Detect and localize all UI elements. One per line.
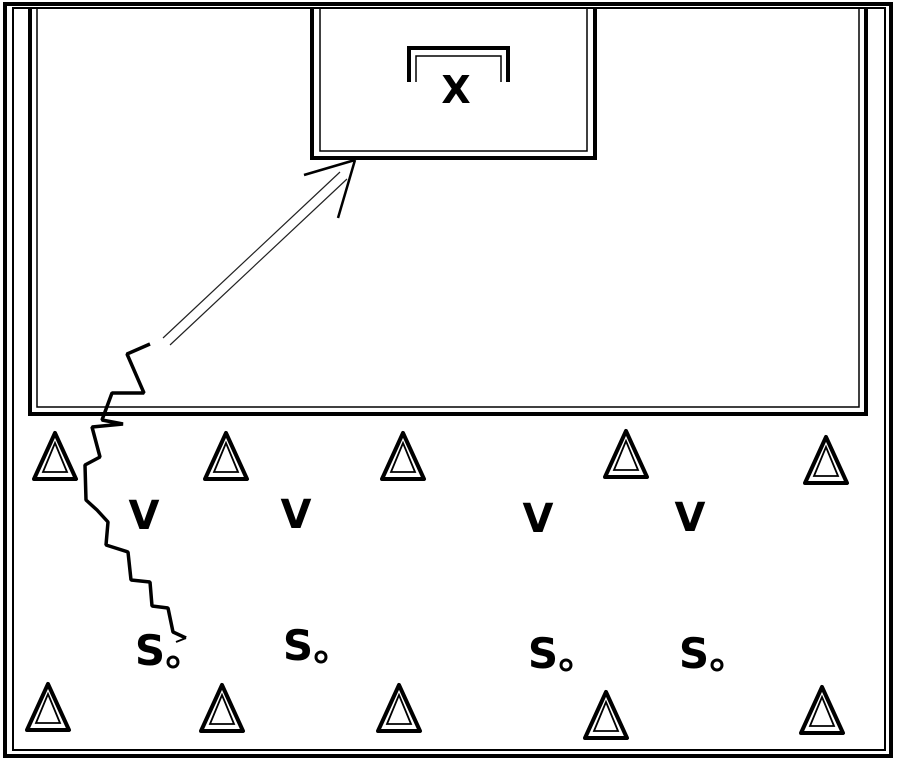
cone-icon xyxy=(380,431,426,481)
svg-text:S: S xyxy=(679,629,709,678)
cone-icon xyxy=(203,431,249,481)
cone-icon xyxy=(25,682,71,732)
goal xyxy=(407,46,510,82)
goalkeeper-label: X xyxy=(441,68,470,112)
defender-marker: V xyxy=(129,493,160,539)
goal-area xyxy=(310,8,597,160)
attacker-marker: S xyxy=(528,629,573,678)
svg-text:S: S xyxy=(135,626,165,675)
shot-path xyxy=(162,158,357,346)
defender-marker: V xyxy=(675,495,706,541)
cone-icon xyxy=(799,685,845,735)
defender-marker: V xyxy=(281,492,312,538)
svg-text:S: S xyxy=(283,621,313,670)
attacker-marker: S xyxy=(283,621,328,670)
defender-marker: V xyxy=(523,496,554,542)
cone-icon xyxy=(32,431,78,481)
cone-icon xyxy=(376,683,422,733)
svg-text:S: S xyxy=(528,629,558,678)
field-border xyxy=(3,2,893,758)
attacker-marker: S xyxy=(135,626,180,675)
cone-icon xyxy=(603,429,649,479)
cone-icon xyxy=(803,435,849,485)
cone-icon xyxy=(583,690,629,740)
penalty-area xyxy=(28,8,868,416)
attacker-marker: S xyxy=(679,629,724,678)
dribble-path xyxy=(83,342,187,643)
cones xyxy=(25,429,849,740)
cone-icon xyxy=(199,683,245,733)
